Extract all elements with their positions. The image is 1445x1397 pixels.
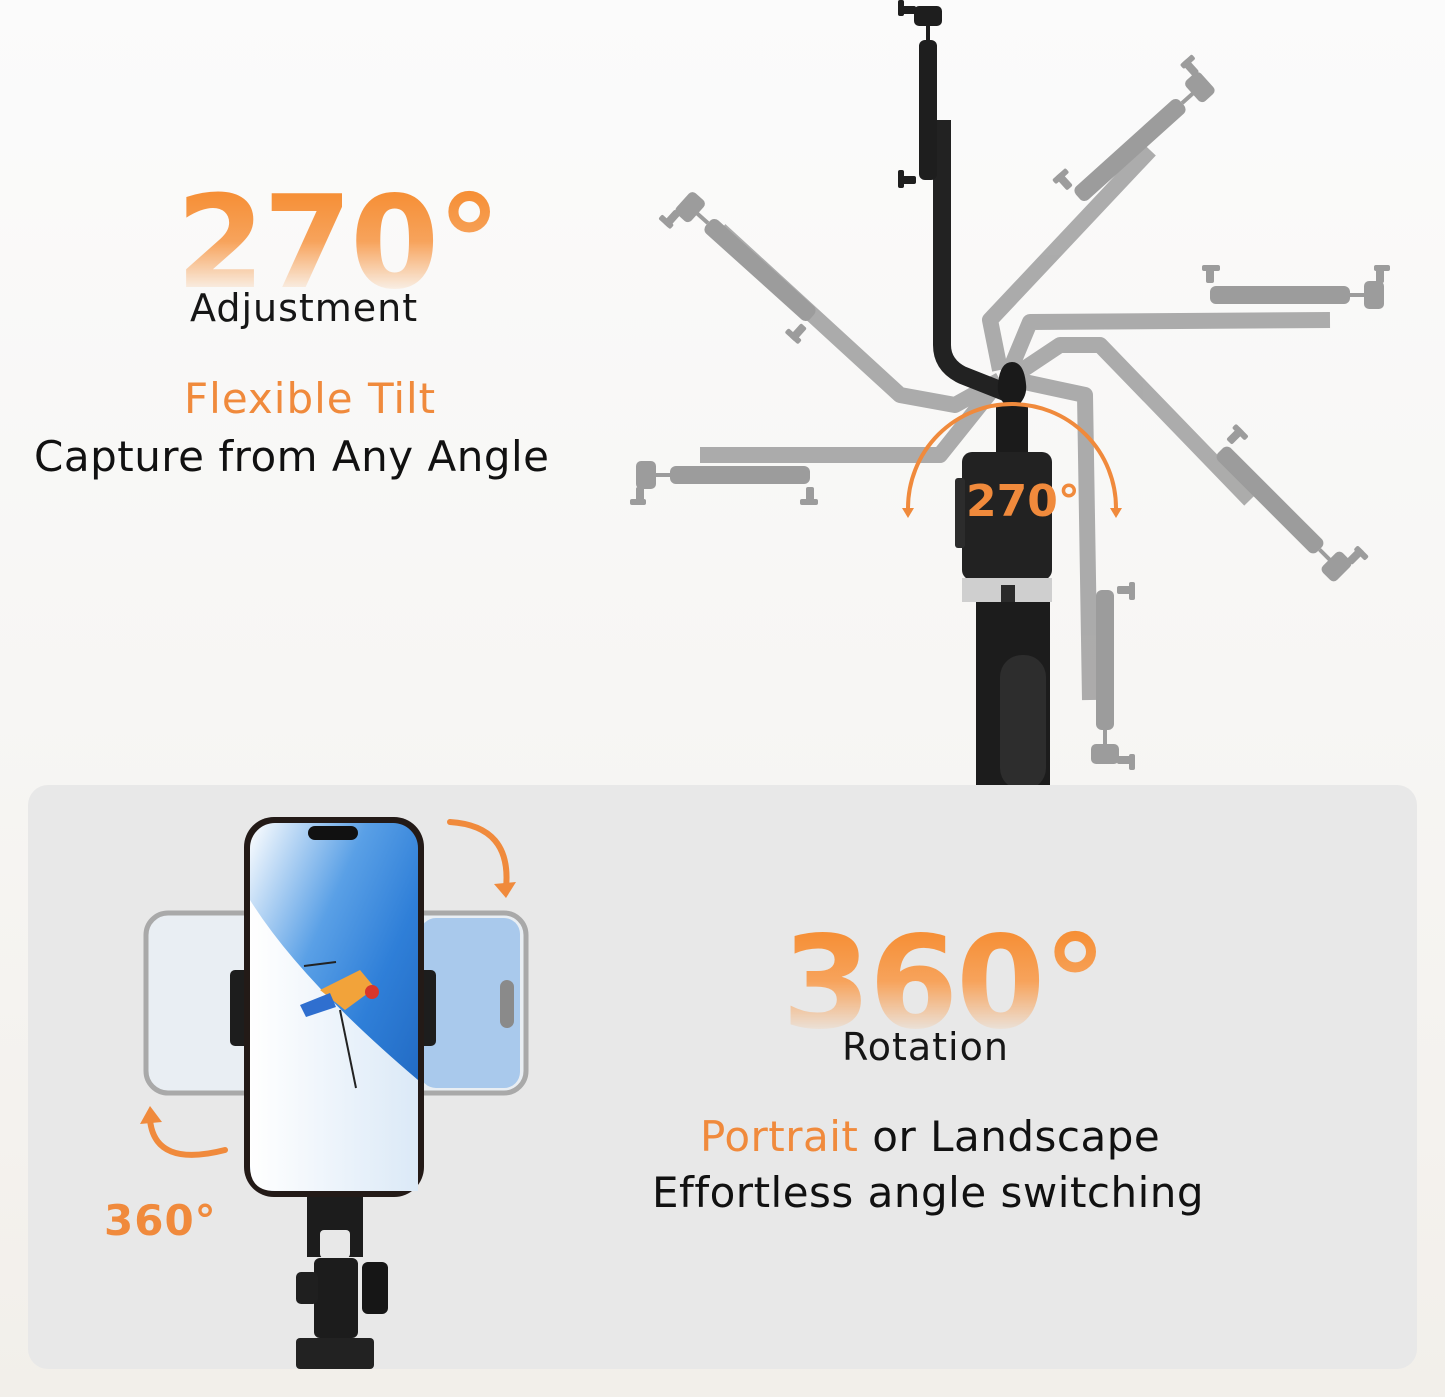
rotation-feature-title: Portrait or Landscape <box>700 1112 1160 1161</box>
rotate-counterclockwise-arrow-icon <box>147 1117 228 1158</box>
rotation-big-number: 360° <box>782 920 1142 1032</box>
tilt-positions-illustration: 270° <box>630 0 1390 790</box>
tilt-diagram: 270° <box>620 0 1445 790</box>
rotation-feature-description: Effortless angle switching <box>652 1168 1205 1217</box>
diagram-arc-label: 270° <box>966 476 1080 527</box>
rotation-feature-rest: or Landscape <box>858 1112 1161 1161</box>
rotation-feature-highlight: Portrait <box>700 1112 859 1161</box>
tilt-big-number-caption: Adjustment <box>190 286 419 330</box>
tilt-big-number: 270° <box>176 180 536 292</box>
tilt-feature-description: Capture from Any Angle <box>34 432 550 481</box>
rotation-big-number-caption: Rotation <box>842 1025 1009 1069</box>
rotate-clockwise-arrow-icon <box>447 819 510 891</box>
tilt-feature-title: Flexible Tilt <box>184 374 437 423</box>
rotation-illustration <box>90 800 560 1370</box>
rotation-illustration-label: 360° <box>104 1196 217 1245</box>
